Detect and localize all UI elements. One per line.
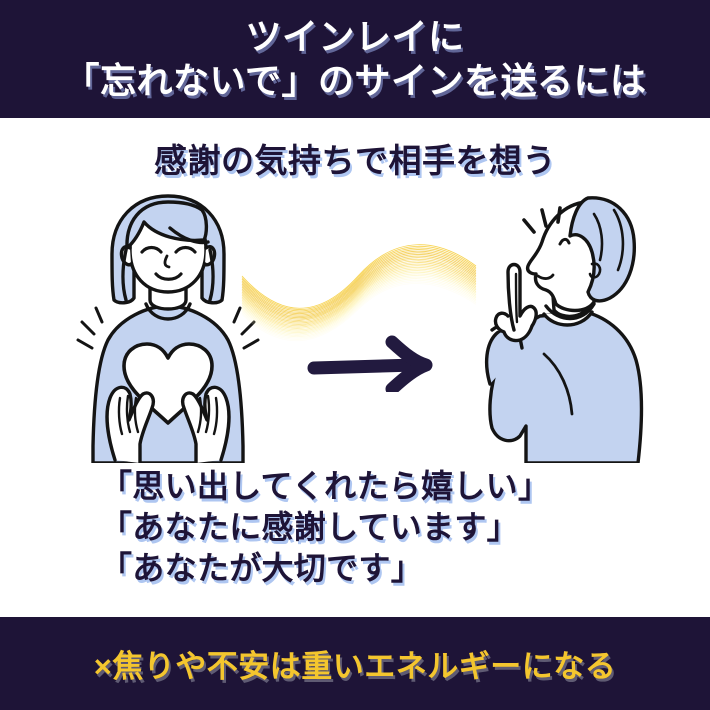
golden-energy-wave [241,244,477,342]
sparkle-lines-right [232,306,260,350]
woman-nose [163,254,171,269]
heart-shape [122,342,214,425]
footer-warning-text: ×焦りや不安は重いエネルギーになる [93,649,617,684]
woman-hand-right-finger-3 [196,396,203,434]
man-hair-strand-1 [592,212,604,262]
man-ear [588,262,602,279]
subtitle-text: 感謝の気持ちで相手を想う [154,142,556,179]
quote-list: 「思い出してくれたら嬉しい」 「あなたに感謝しています」 「あなたが大切です」 [100,466,660,589]
quote-line-2: 「あなたに感謝しています」 [100,508,519,545]
quote-line-3: 「あなたが大切です」 [100,549,424,586]
header-title-line-1: ツインレイに [245,16,465,58]
woman-hand-left-finger-3 [133,396,140,434]
sparkle-lines-left [76,306,104,350]
woman-hand-left-finger-1 [117,396,124,436]
man-figure-illustration [484,196,644,463]
header-bar: ツインレイに 「忘れないで」のサインを送るには [0,0,710,118]
man-index-finger-line [514,272,519,324]
right-arrow-icon [307,335,433,392]
woman-hand-left-finger-2 [125,394,132,434]
woman-hand-right-finger-2 [204,394,211,434]
man-hair-strand-2 [612,208,625,272]
man-arm-fold [542,352,574,416]
man-collar-line [544,302,596,321]
woman-hair-side-left [121,248,128,302]
woman-figure-illustration [76,194,260,463]
header-title-line-2: 「忘れないで」のサインを送るには [63,60,647,101]
man-mouth [536,273,555,280]
woman-hair-strand [168,226,210,245]
woman-hand-right-finger-1 [212,396,219,436]
woman-eye-right-closed [174,245,197,254]
woman-bangs [125,200,209,250]
man-eye [558,237,571,246]
illustration-area [0,188,710,463]
woman-smile [154,272,183,281]
woman-collar [144,302,192,321]
idea-marks [522,206,562,234]
woman-eye-left-closed [140,245,163,254]
energy-wave-and-arrow [241,244,477,392]
quote-line-1: 「思い出してくれたら嬉しい」 [100,468,551,504]
woman-hair-side-right [208,248,215,302]
footer-bar: ×焦りや不安は重いエネルギーになる [0,617,710,710]
